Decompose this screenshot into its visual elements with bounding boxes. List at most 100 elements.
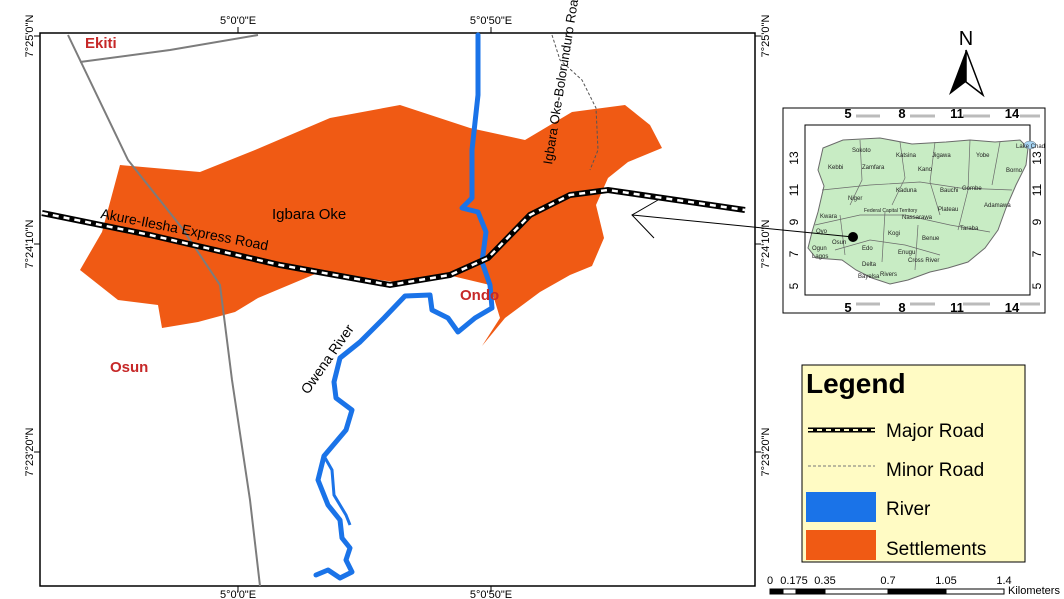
state-label-ekiti: Ekiti [85,35,117,52]
inset-label: Yobe [976,153,990,159]
grid-label-bottom-east: 5°0'50"E [470,589,512,599]
legend-river-swatch [806,492,876,522]
inset-tick-left: 5 [787,282,801,289]
north-arrow-label: N [959,28,973,50]
inset-label: Bayelsa [858,274,880,280]
grid-label-top-east: 5°0'50"E [470,15,512,27]
inset-tick-top: 11 [950,106,964,121]
legend-title: Legend [806,368,906,399]
owena-river [313,32,495,581]
inset-label: Borno [1006,168,1023,174]
grid-label-right-middle: 7°24'10"N [760,219,772,268]
inset-label: Delta [862,262,877,268]
inset-tick-top: 8 [898,106,905,121]
inset-label: Lake Chad [1016,144,1045,150]
inset-tick-right: 11 [1030,183,1044,196]
inset-label: Kaduna [896,188,917,194]
inset-label: Kebbi [828,165,843,171]
inset-tick-left: 11 [787,183,801,196]
nigeria-state-boundaries [814,139,1013,271]
state-label-ondo: Ondo [460,287,499,304]
grid-label-bottom-west: 5°0'0"E [220,589,256,599]
inset-label: Adamawa [984,203,1011,209]
inset-label: Nassarawa [902,215,933,221]
inset-tick-top: 5 [844,106,851,121]
inset-tick-right: 13 [1030,151,1044,165]
north-arrow-icon [949,50,966,95]
grid-label-right-south: 7°23'20"N [760,427,772,476]
legend: Legend Major Road Minor Road River Settl… [801,364,1026,563]
scale-tick-label: 1.05 [935,575,956,587]
scale-bar-segments [769,588,1005,595]
inset-graticule-marks [856,114,1040,306]
north-arrow: N [949,28,985,98]
inset-label: Gombe [962,186,982,192]
inset-side-tick-labels: 13 11 9 7 5 13 11 9 7 5 [787,151,1044,289]
inset-label: Sokoto [852,148,871,154]
inset-label: Edo [862,246,873,252]
inset-label: Bauchi [940,188,958,194]
inset-tick-bottom: 8 [898,300,905,315]
grid-label-left-north: 7°25'0"N [24,15,36,58]
settlement-area [80,105,662,346]
inset-label: Osun [832,240,846,246]
inset-label: Jigawa [932,153,951,159]
locator-arrow [631,199,854,239]
inset-label: Cross River [908,258,939,264]
grid-label-left-south: 7°23'20"N [24,427,36,476]
legend-label-major-road: Major Road [886,421,984,442]
inset-label: Oyo [816,229,828,235]
inset-label: Benue [922,236,940,242]
owena-river-braid [322,455,352,526]
state-label-osun: Osun [110,359,148,376]
scale-tick-label: 1.4 [996,575,1011,587]
inset-label: Katsina [896,153,917,159]
inset-label: Kano [918,167,933,173]
inset-label: Zamfara [862,165,885,171]
scale-tick-label: 0.35 [814,575,835,587]
inset-label: Plateau [938,207,958,213]
inset-tick-labels: 5 8 11 14 5 8 11 14 [844,106,1020,315]
inset-label: Enugu [898,250,915,256]
inset-label: Rivers [880,272,897,278]
grid-ticks [34,27,761,592]
inset-tick-left: 7 [787,250,801,257]
inset-tick-bottom: 5 [844,300,851,315]
legend-box [801,364,1026,563]
inset-label: Ogun [812,246,827,252]
scale-bar: 0 0.175 0.35 0.7 1.05 1.4 Kilometers [767,575,1061,597]
inset-label: Niger [848,196,862,202]
inset-tick-right: 7 [1030,250,1044,257]
scale-tick-label: 0 [767,575,773,587]
settlement-label-igbara-oke: Igbara Oke [272,206,346,223]
inset-tick-bottom: 11 [950,300,964,315]
grid-label-top-west: 5°0'0"E [220,15,256,27]
ekiti-ondo-boundary [79,34,259,63]
inset-label: Kogi [888,231,900,237]
inset-tick-right: 5 [1030,282,1044,289]
inset-tick-left: 13 [787,151,801,165]
legend-label-river: River [886,499,931,520]
inset-label: Taraba [960,226,979,232]
state-boundaries [67,34,261,587]
inset-label: Federal Capital Territory [864,208,918,214]
north-arrow-icon-outline [965,49,985,98]
legend-label-settlements: Settlements [886,539,986,560]
legend-label-minor-road: Minor Road [886,460,984,481]
inset-label: Lagos [812,254,828,260]
inset-map: Sokoto Katsina Jigawa Yobe Borno Lake Ch… [782,106,1046,315]
main-map: Ekiti Osun Ondo Igbara Oke Akure-Ilesha … [24,0,772,599]
scale-unit: Kilometers [1008,585,1060,597]
inset-tick-right: 9 [1030,218,1044,225]
minor-road [551,34,599,171]
grid-label-left-middle: 7°24'10"N [24,219,36,268]
express-road [41,186,746,289]
scale-tick-label: 0.7 [880,575,895,587]
grid-label-right-north: 7°25'0"N [760,15,772,58]
lake-chad [1023,140,1037,150]
inset-tick-top: 14 [1005,106,1020,121]
legend-settlements-swatch [806,530,876,560]
inset-state-labels: Sokoto Katsina Jigawa Yobe Borno Lake Ch… [812,144,1045,280]
nigeria-outline [807,137,1029,285]
